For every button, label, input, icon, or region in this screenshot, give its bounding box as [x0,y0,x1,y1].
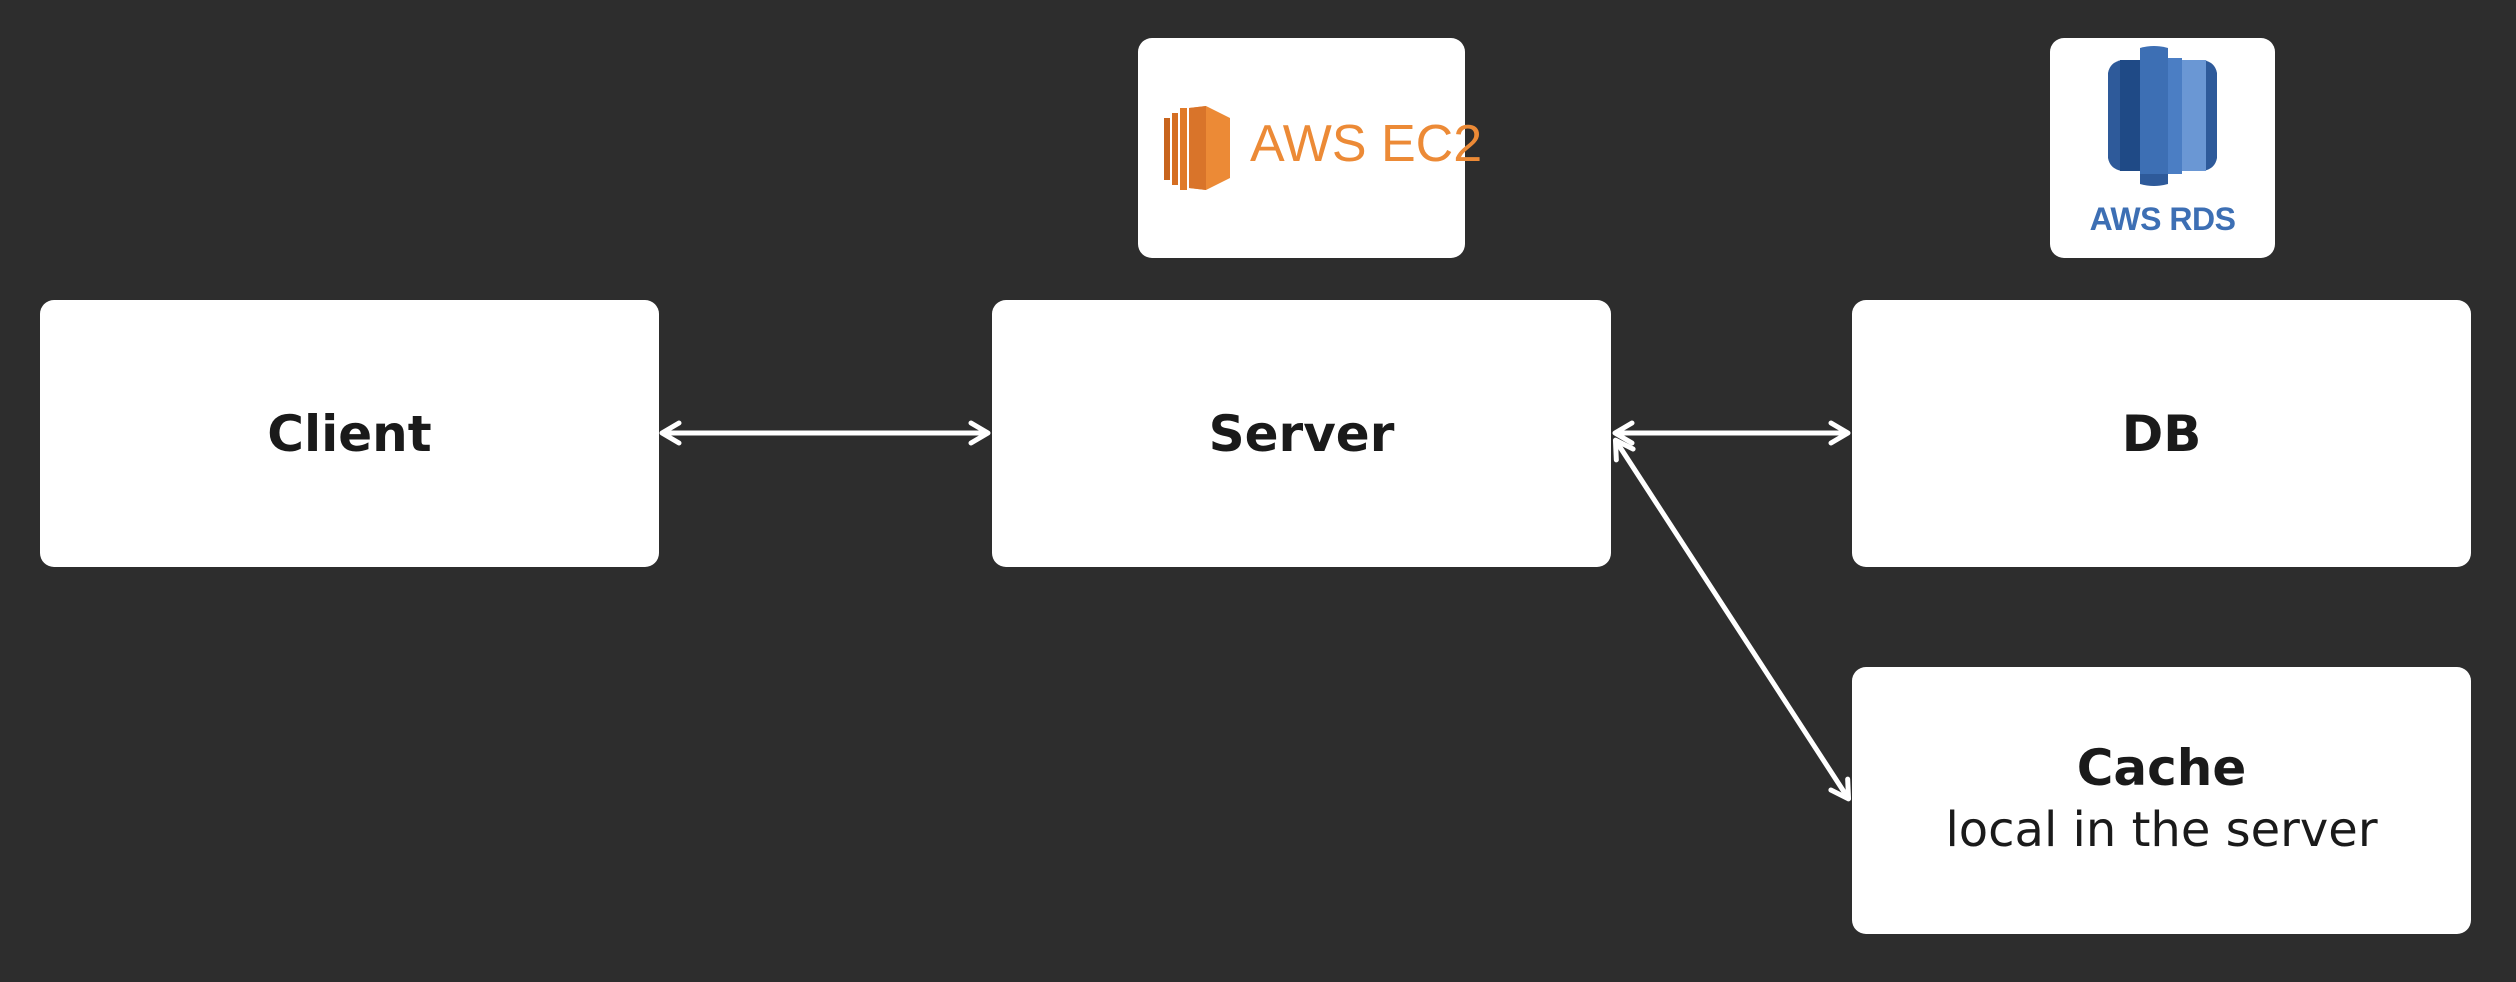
client-node: Client [40,300,659,567]
edge-server-cache [1612,437,1852,802]
server-node: Server [992,300,1611,567]
aws-rds-icon [2108,46,2217,186]
aws-rds-logo-card: AWS RDS [2050,38,2275,258]
cache-subtitle: local in the server [1945,802,2378,859]
aws-ec2-icon [1164,106,1230,190]
server-title: Server [1208,404,1395,463]
db-node: DB [1852,300,2471,567]
db-title: DB [2121,404,2202,463]
client-title: Client [267,404,432,463]
aws-ec2-label: AWS EC2 [1250,115,1483,173]
cache-title: Cache [2076,739,2247,798]
aws-rds-label: AWS RDS [2089,201,2236,237]
aws-ec2-logo-card: AWS EC2 [1138,38,1482,258]
cache-node: Cache local in the server [1852,667,2471,934]
